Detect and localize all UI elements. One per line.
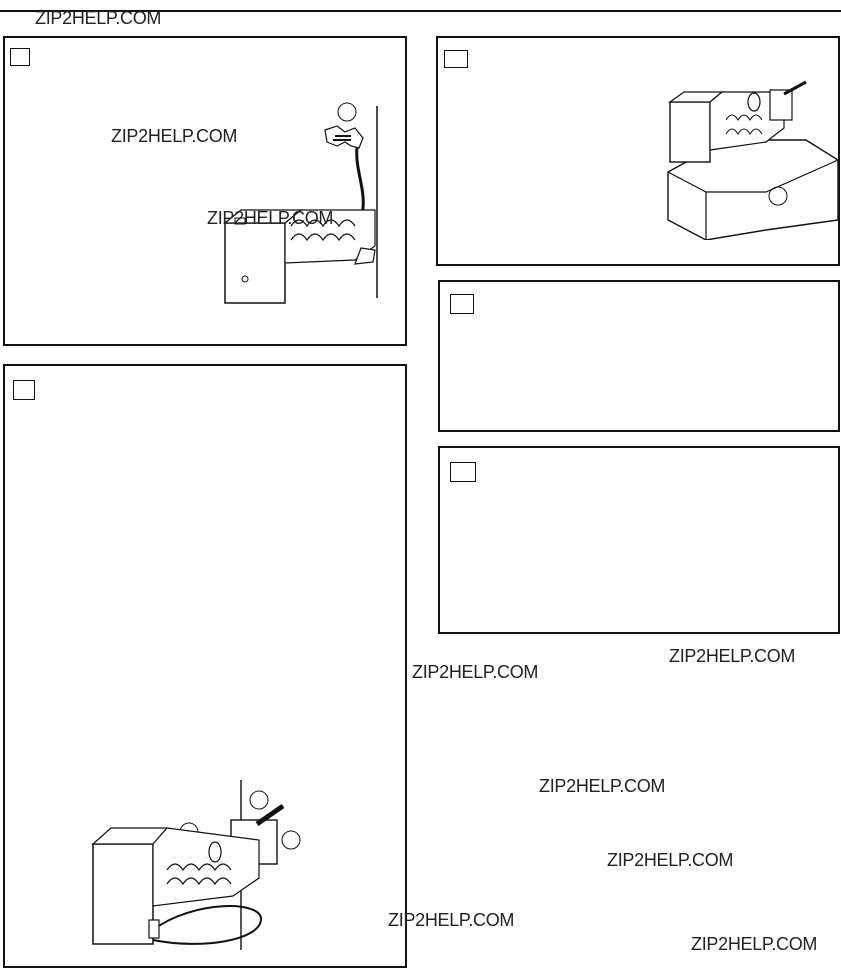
instruction-panel-5 [3,364,407,968]
instruction-panel-4 [438,446,840,634]
step-number-box [450,294,474,314]
watermark: ZIP2HELP.COM [669,646,796,666]
watermark: ZIP2HELP.COM [207,208,334,228]
step-number-box [10,48,30,66]
step-number-box [450,462,476,482]
watermark: ZIP2HELP.COM [412,662,539,682]
top-rule [0,10,841,12]
instruction-panel-2 [436,36,840,266]
icemaker-wall-connection-illustration [205,98,395,308]
instruction-panel-1: ZIP2HELP.COM ZIP2HELP.COM [3,36,407,346]
watermark: ZIP2HELP.COM [607,850,734,870]
icemaker-on-bucket-illustration [666,80,841,240]
watermark: ZIP2HELP.COM [691,934,818,954]
watermark: ZIP2HELP.COM [388,910,515,930]
watermark: ZIP2HELP.COM [539,776,666,796]
step-number-box [444,50,468,68]
instruction-panel-3 [438,280,840,432]
step-number-box [13,380,35,400]
header-watermark: ZIP2HELP.COM [35,8,162,28]
watermark: ZIP2HELP.COM [111,126,238,146]
icemaker-assembly-illustration [83,780,313,960]
